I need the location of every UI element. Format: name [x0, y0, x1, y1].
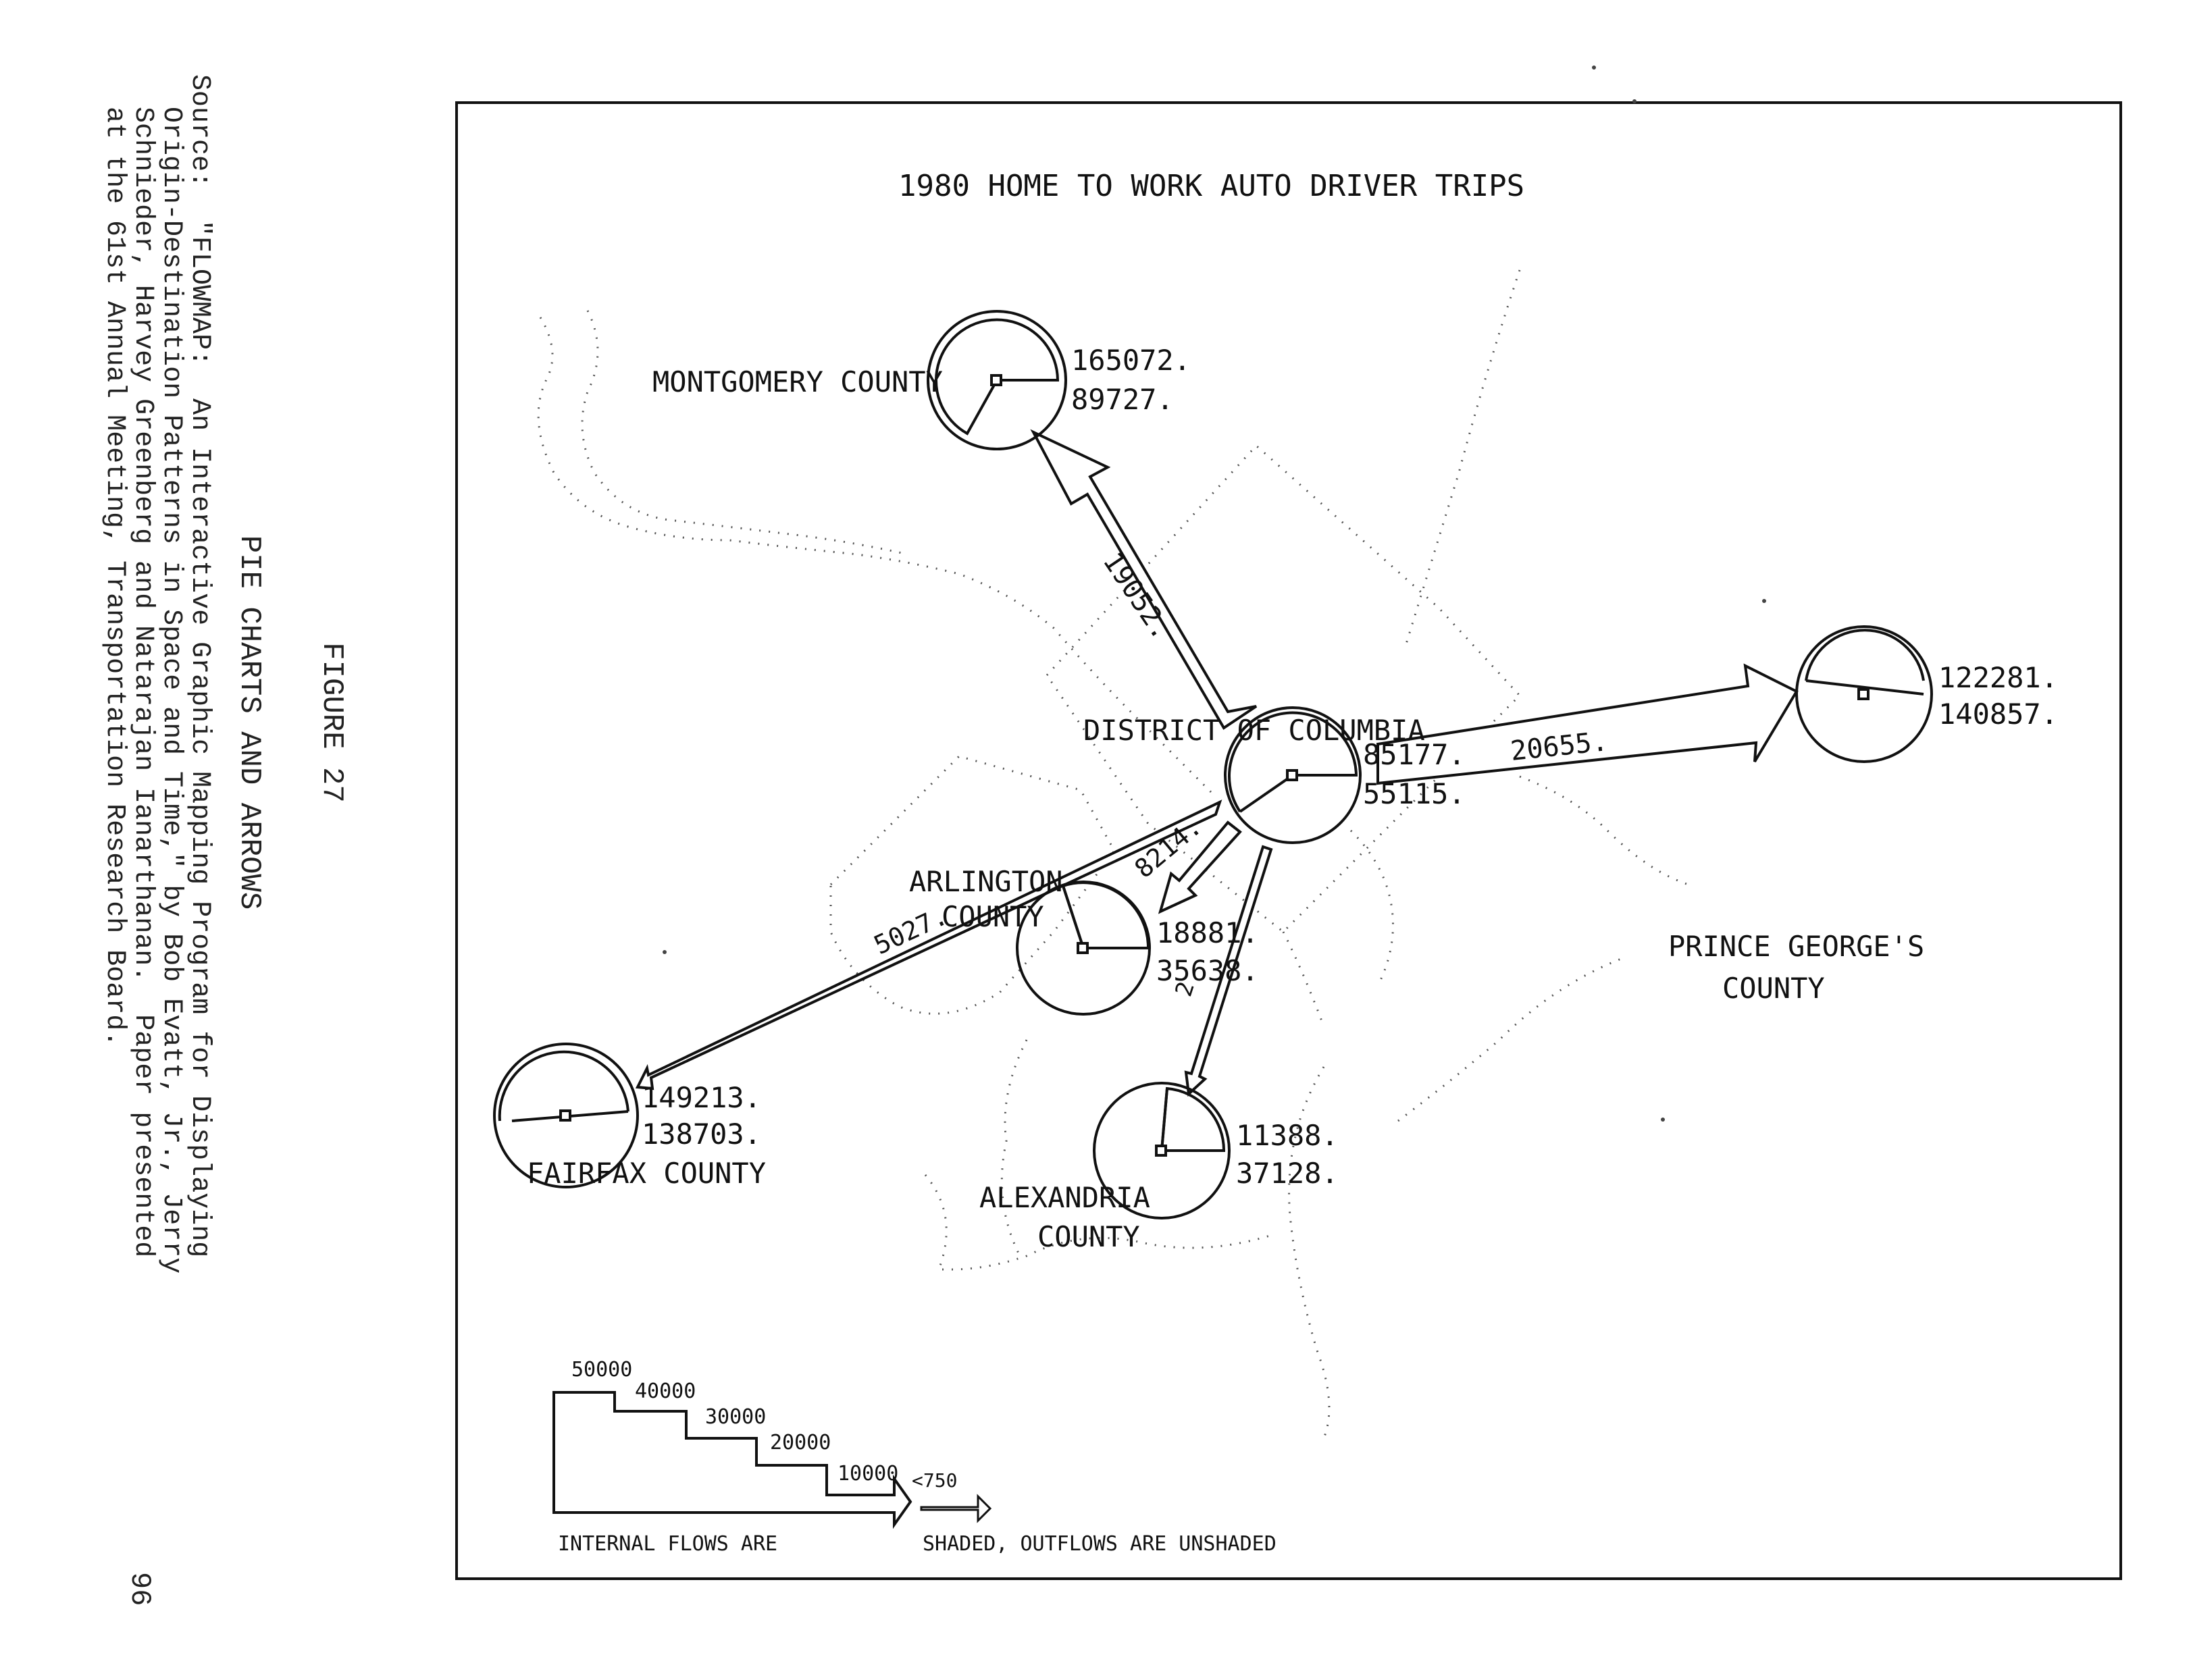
pg-boundary-2 [1397, 957, 1622, 1122]
legend-step-20000: 20000 [770, 1431, 831, 1454]
scan-specks [663, 65, 1766, 1122]
legend-small-arrow [920, 1494, 992, 1523]
pie-dc [1224, 706, 1362, 844]
value2-montgomery: 89727. [1071, 383, 1174, 416]
figure-caption-block: FIGURE 27 PIE CHARTS AND ARROWS Source: … [99, 74, 349, 1606]
figure-number: FIGURE 27 [315, 642, 349, 803]
source-line-3: Schnieder, Harvey Greenberg and Nataraja… [128, 74, 158, 1257]
label-montgomery: MONTGOMERY COUNTY [652, 365, 943, 398]
source-line-1: Source: "FLOWMAP: An Interactive Graphic… [184, 74, 215, 1257]
flow-arrow-montgomery [1030, 429, 1258, 730]
value1-dc: 85177. [1363, 738, 1466, 771]
figure-caption: PIE CHARTS AND ARROWS [232, 535, 266, 910]
value2-alexandria: 37128. [1236, 1157, 1339, 1190]
label-arlington-1: ARLINGTON [909, 865, 1063, 898]
flow-arrow-arlington [1158, 820, 1242, 914]
legend-note-right: SHADED, OUTFLOWS ARE UNSHADED [923, 1532, 1277, 1556]
label-dc: DISTRICT OF COLUMBIA [1083, 714, 1425, 747]
pie-arlington [1016, 881, 1151, 1016]
legend-step-arrow [552, 1391, 912, 1529]
flow-arrow-alexandria [1184, 845, 1273, 1097]
dc-south-boundary [1282, 931, 1325, 1027]
legend-step-50000: 50000 [571, 1358, 632, 1382]
legend-step-30000: 30000 [705, 1405, 766, 1429]
flow-legend: 50000 40000 30000 20000 10000 <750 INTER… [552, 1358, 1277, 1556]
label-alexandria-2: COUNTY [1037, 1220, 1140, 1253]
pie-montgomery [927, 310, 1067, 450]
label-fairfax: FAIRFAX COUNTY [527, 1157, 766, 1190]
label-prince-georges-2: COUNTY [1722, 972, 1825, 1005]
ne-boundary [1403, 269, 1521, 649]
value1-arlington: 18881. [1156, 916, 1259, 949]
boundary-lines [537, 269, 1689, 1439]
river-boundary-1 [537, 317, 1217, 798]
value1-prince-georges: 122281. [1938, 661, 2058, 694]
value2-dc: 55115. [1363, 777, 1466, 810]
map-frame [455, 101, 2122, 1580]
county-labels: MONTGOMERY COUNTY 165072. 89727. DISTRIC… [527, 344, 2058, 1253]
page-number: 96 [124, 1572, 156, 1606]
pie-alexandria [1093, 1082, 1231, 1219]
pie-prince-georges [1795, 625, 1933, 763]
value2-fairfax: 138703. [642, 1118, 761, 1151]
label-alexandria-1: ALEXANDRIA [979, 1181, 1150, 1214]
value1-fairfax: 149213. [642, 1081, 761, 1114]
legend-step-40000: 40000 [635, 1380, 696, 1403]
river-boundary-2 [581, 310, 906, 555]
anacostia-boundary [1349, 829, 1394, 987]
flow-arrow-fairfax [635, 799, 1222, 1091]
source-line-4: at the 61st Annual Meeting, Transportati… [99, 74, 130, 1047]
legend-step-10000: 10000 [837, 1462, 898, 1486]
legend-note-left: INTERNAL FLOWS ARE [558, 1532, 777, 1556]
pie-nodes [493, 310, 1933, 1219]
map-title: 1980 HOME TO WORK AUTO DRIVER TRIPS [898, 169, 1524, 203]
alexandria-boundary-2 [924, 1174, 1270, 1271]
pie-fairfax [493, 1043, 639, 1188]
label-arlington-2: COUNTY [942, 900, 1044, 933]
flow-arrow-prince-georges [1376, 663, 1799, 785]
value1-montgomery: 165072. [1071, 344, 1191, 377]
flow-arrows [635, 429, 1799, 1097]
label-prince-georges-1: PRINCE GEORGE'S [1668, 930, 1924, 963]
source-line-2: Origin-Destination Patterns in Space and… [156, 74, 186, 1274]
value2-prince-georges: 140857. [1938, 698, 2058, 731]
pg-boundary [1519, 775, 1689, 886]
value2-arlington: 35638. [1156, 954, 1259, 987]
alexandria-boundary [1000, 1039, 1028, 1257]
legend-step-750: <750 [912, 1469, 957, 1492]
value1-alexandria: 11388. [1236, 1119, 1339, 1152]
